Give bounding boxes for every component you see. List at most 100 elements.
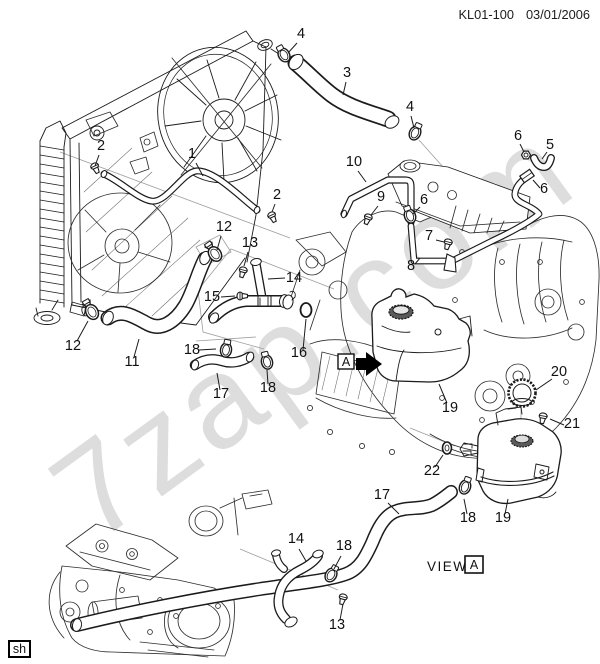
callout-leader-18 [198,348,217,351]
callout-leader-14 [267,277,286,280]
callout-17: 17 [213,386,229,402]
callout-15: 15 [204,289,220,305]
callout-leader-14 [298,548,307,562]
hose-1-engine-vent [100,167,261,214]
callout-leader-13 [243,251,249,267]
callout-leader-18 [266,369,269,385]
callout-12: 12 [216,219,232,235]
callout-14: 14 [288,531,304,547]
callout-leader-8 [414,257,421,265]
detail-marker-a: A [337,352,382,376]
callout-leader-17 [387,502,400,515]
header-date: 03/01/2006 [526,7,590,22]
callout-9: 9 [377,189,385,205]
callout-leader-2 [271,203,276,213]
callout-18: 18 [260,380,276,396]
callout-leader-4 [410,115,415,129]
callout-leader-4 [287,42,298,54]
callout-leader-1 [195,162,204,177]
callout-leader-21 [549,418,565,426]
callout-11: 11 [124,354,139,370]
arrow-right-icon [356,352,382,376]
hose-17-reservoir-long [70,485,458,632]
radiator-fan-assembly [33,30,282,326]
nut-6-upper [520,150,532,160]
header: KL01-100 03/01/2006 [459,7,591,22]
callout-2: 2 [273,187,281,203]
callout-leader-2 [94,154,100,167]
reservoir-tank-19-view-a [459,406,562,505]
view-ref-box [464,555,484,574]
hose-3-upper-radiator [287,53,400,129]
callout-leader-19 [438,383,448,404]
callout-5: 5 [546,137,554,153]
callout-6: 6 [420,192,428,208]
callout-18: 18 [336,538,352,554]
callout-4: 4 [406,99,414,115]
callout-21: 21 [564,416,580,432]
cap-20-reservoir [507,378,537,408]
callout-leader-3 [342,81,347,96]
callout-leader-18 [463,498,468,515]
pipe-8-heater-return [407,173,543,273]
seal-16-o-ring [299,302,313,318]
callout-13: 13 [242,235,258,251]
callout-leader-16 [302,318,307,351]
callout-leader-12 [216,235,222,251]
callout-leader-22 [434,454,444,468]
callout-leader-18 [333,555,342,570]
callout-6: 6 [540,181,548,197]
callout-8: 8 [407,258,415,274]
pipe-10-heater [340,176,415,226]
callout-18: 18 [184,342,200,358]
sheet-tag-label: sh [13,642,26,656]
callout-22: 22 [424,463,440,479]
hose-5-bleed [530,154,555,171]
pipe-14-thermostat-bypass [208,257,296,324]
callout-leader-6 [412,206,421,215]
callout-leader-9 [370,205,379,216]
callout-leader-12 [76,320,89,342]
callout-12: 12 [65,338,81,354]
callout-16: 16 [291,345,307,361]
header-diagram-code: KL01-100 [459,7,515,22]
fitting-6-lower [518,168,536,184]
callout-leader-10 [357,170,367,183]
callout-leader-5 [541,151,548,160]
callout-layer: 1223445666789101112121313141415161717181… [65,26,580,633]
reservoir-tank-19-installed [371,288,473,383]
view-label-text: VIEW [427,559,468,574]
callout-19: 19 [495,510,511,526]
callout-leader-15 [220,295,236,298]
hose-11-lower-radiator [100,250,213,334]
callout-6: 6 [514,128,522,144]
sheet-tag: sh [8,640,31,658]
callout-7: 7 [425,228,433,244]
pipe-14-view-sh [270,549,324,628]
callout-2: 2 [97,138,105,154]
detail-marker-letter: A [342,355,351,369]
callout-3: 3 [343,65,351,81]
callout-leader-20 [535,378,553,391]
callout-leader-19 [504,498,509,515]
callout-leader-7 [435,239,445,243]
view-ref-letter: A [470,558,479,572]
callout-17: 17 [374,487,390,503]
callout-4: 4 [297,26,305,42]
callout-leader-17 [216,372,221,391]
callout-19: 19 [442,400,458,416]
callout-leader-11 [133,338,140,358]
callout-leader-13 [339,603,344,621]
callout-14: 14 [286,270,302,286]
callout-10: 10 [346,154,362,170]
hose-17-reservoir-short [189,351,255,371]
callout-1: 1 [188,146,196,162]
callout-13: 13 [329,617,345,633]
callout-18: 18 [460,510,476,526]
sheet-tag-box [8,640,31,658]
view-a-label: VIEW A [427,555,484,574]
grommet-22 [441,441,453,455]
